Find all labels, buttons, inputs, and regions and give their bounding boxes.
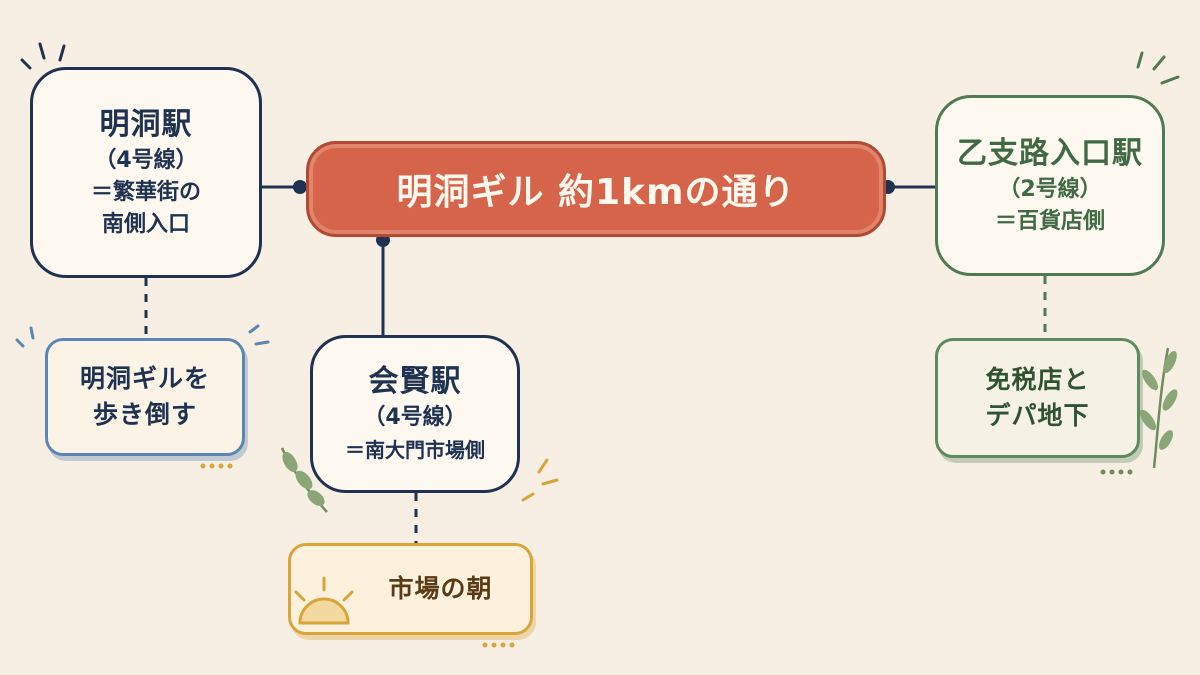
tip-dutyfree: 免税店と デパ地下 <box>935 338 1140 458</box>
central-node: 明洞ギル 約1kmの通り <box>306 141 886 237</box>
station-line: （4号線） <box>94 147 198 173</box>
station-line: （2号線） <box>998 176 1102 202</box>
station-line: （4号線） <box>363 405 467 430</box>
station-name: 会賢駅 <box>368 364 462 399</box>
dot-accent <box>482 642 515 648</box>
sparkle-icon <box>20 42 66 70</box>
tip-line: 市場の朝 <box>388 574 493 603</box>
station-note: ＝繁華街の <box>90 179 201 205</box>
sparkle-icon <box>521 458 559 502</box>
leaf-sprig-icon <box>280 447 328 513</box>
tip-line: デパ地下 <box>985 401 1090 430</box>
tip-line: 歩き倒す <box>92 400 197 429</box>
sparkle-icon <box>1136 51 1180 85</box>
sun-icon <box>294 576 354 625</box>
dot-accent <box>200 463 233 469</box>
dot-accent <box>1100 469 1133 475</box>
tip-line: 免税店と <box>985 365 1090 394</box>
tip-market: 市場の朝 <box>288 543 533 635</box>
sparkle-icon <box>248 324 270 346</box>
leaf-sprig-icon <box>1139 347 1178 469</box>
connector-dot <box>293 180 307 194</box>
station-myeongdong: 明洞駅 （4号線） ＝繁華街の 南側入口 <box>30 67 262 278</box>
sparkle-icon <box>15 326 35 348</box>
tip-line: 明洞ギルを <box>79 364 210 393</box>
station-euljiro: 乙支路入口駅 （2号線） ＝百貨店側 <box>935 95 1165 276</box>
central-label: 明洞ギル 約1kmの通り <box>396 172 796 213</box>
station-name: 明洞駅 <box>99 106 193 142</box>
tip-walk: 明洞ギルを 歩き倒す <box>45 338 245 456</box>
station-note: 南側入口 <box>101 211 190 237</box>
station-hoehyeon: 会賢駅 （4号線） ＝南大門市場側 <box>310 335 520 493</box>
station-name: 乙支路入口駅 <box>957 135 1143 171</box>
station-note: ＝百貨店側 <box>994 208 1105 234</box>
station-note: ＝南大門市場側 <box>345 438 485 462</box>
